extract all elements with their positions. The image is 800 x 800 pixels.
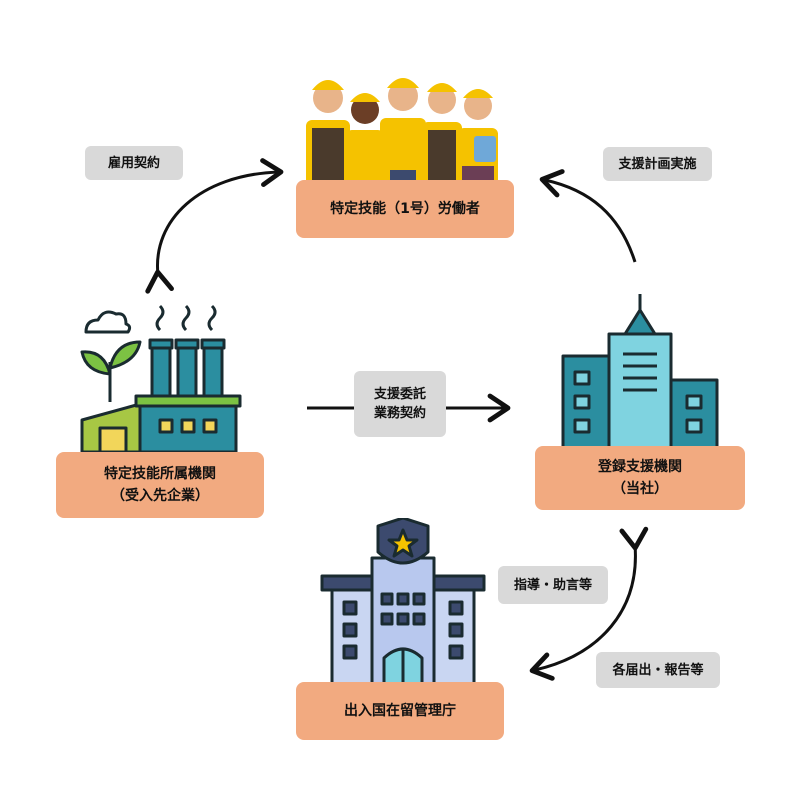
edge-label-employment-contract: 雇用契約	[85, 146, 183, 180]
reports-arrow	[529, 526, 649, 681]
node-support-sublabel: （当社）	[612, 481, 668, 497]
edge-label-employment-text: 雇用契約	[107, 155, 160, 171]
node-support-organization: 登録支援機関 （当社）	[535, 446, 745, 510]
edge-label-support-plan-text: 支援計画実施	[618, 156, 697, 172]
factory-illustration-icon	[78, 304, 246, 456]
workers-illustration-icon	[306, 78, 498, 186]
edge-label-entrust-line2: 業務契約	[373, 406, 426, 421]
node-support-label: 登録支援機関	[598, 459, 682, 475]
node-workers-label: 特定技能（1号）労働者	[330, 201, 480, 217]
edge-label-reports: 各届出・報告等	[596, 652, 720, 688]
node-company-label: 特定技能所属機関	[104, 466, 216, 482]
edge-label-entrust-contract: 支援委託 業務契約	[354, 371, 446, 437]
edge-label-entrust-line1: 支援委託	[373, 387, 426, 402]
node-company-sublabel: （受入先企業）	[111, 488, 209, 504]
edge-label-guidance-text: 指導・助言等	[513, 577, 592, 593]
node-workers: 特定技能（1号）労働者	[296, 180, 514, 238]
edge-label-reports-text: 各届出・報告等	[612, 662, 704, 678]
edge-label-support-plan: 支援計画実施	[603, 147, 712, 181]
node-company: 特定技能所属機関 （受入先企業）	[56, 452, 264, 518]
edge-label-guidance: 指導・助言等	[498, 566, 608, 604]
node-immigration-agency: 出入国在留管理庁	[296, 682, 504, 740]
employment-arrow	[145, 158, 284, 294]
support-plan-arrow	[539, 169, 637, 263]
government-building-illustration-icon	[320, 518, 486, 688]
node-immigration-label: 出入国在留管理庁	[344, 703, 456, 719]
office-building-illustration-icon	[561, 294, 719, 452]
